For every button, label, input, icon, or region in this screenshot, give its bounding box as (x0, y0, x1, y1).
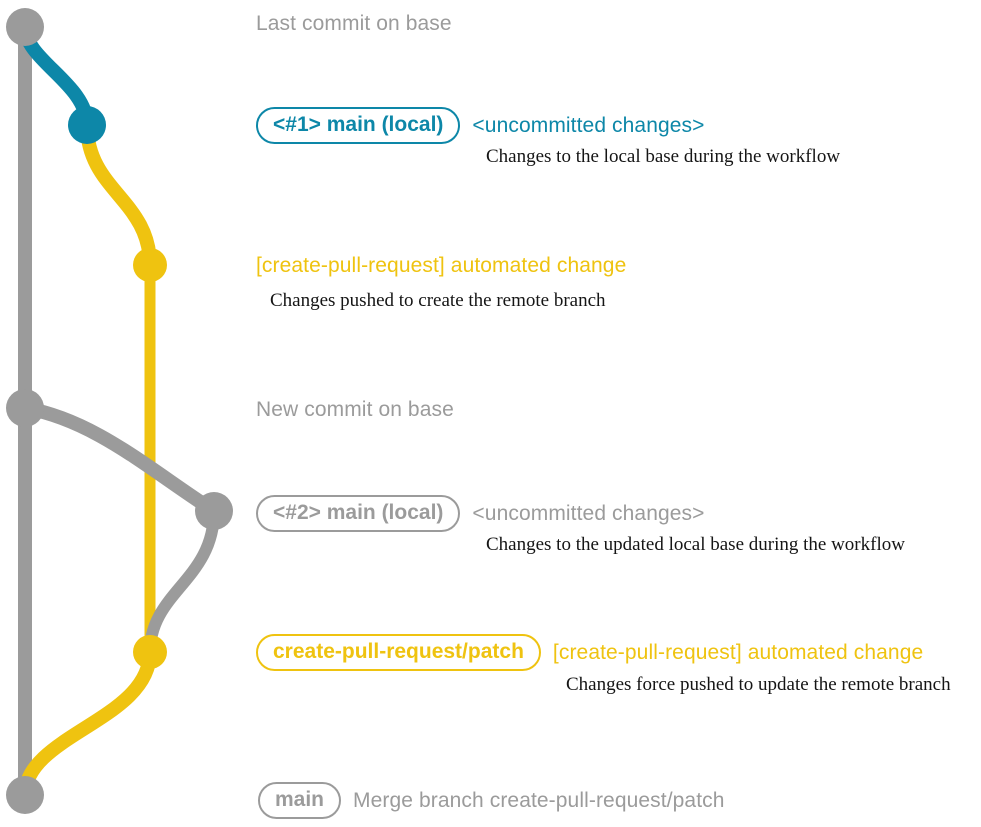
subject-uncommitted-changes-1: <uncommitted changes> (472, 113, 705, 137)
ref-pill-main-label: main (275, 788, 325, 811)
ref-pill-main-local-1-label: <#1> main (local) (273, 113, 444, 136)
node-automated-change-2[interactable] (133, 635, 167, 669)
edge-base-new-to-local-2 (18, 401, 221, 518)
row-local-commit-2: <#2> main (local) <uncommitted changes> (256, 495, 705, 532)
node-last-commit-on-base[interactable] (6, 8, 44, 46)
node-local-uncommitted-1[interactable] (68, 106, 106, 144)
description-local-changes-2: Changes to the updated local base during… (486, 534, 905, 555)
row-automated-change-1: [create-pull-request] automated change (256, 254, 626, 278)
subject-automated-change-1: [create-pull-request] automated change (256, 254, 627, 277)
node-automated-change-1[interactable] (133, 248, 167, 282)
ref-pill-main-local-2[interactable]: <#2> main (local) (256, 495, 461, 532)
ref-pill-create-pull-request-patch[interactable]: create-pull-request/patch (256, 634, 541, 671)
edge-local-2-to-patch-2 (144, 505, 220, 658)
row-automated-change-2: create-pull-request/patch [create-pull-re… (256, 634, 923, 671)
node-local-uncommitted-2[interactable] (195, 492, 233, 530)
ref-pill-create-pull-request-patch-label: create-pull-request/patch (273, 640, 524, 663)
row-local-commit-1: <#1> main (local) <uncommitted changes> (256, 107, 705, 144)
row-merge-commit: main Merge branch create-pull-request/pat… (258, 782, 725, 819)
ref-pill-main-local-1[interactable]: <#1> main (local) (256, 107, 461, 144)
heading-new-commit-on-base: New commit on base (256, 398, 454, 421)
description-force-push-update-branch: Changes force pushed to update the remot… (566, 674, 951, 695)
description-push-create-branch: Changes pushed to create the remote bran… (270, 290, 606, 311)
heading-last-commit-on-base: Last commit on base (256, 12, 452, 35)
ref-pill-main-local-2-label: <#2> main (local) (273, 501, 444, 524)
edge-patch-2-to-merge (18, 645, 157, 802)
edge-local-1-to-patch-1 (80, 118, 157, 272)
node-new-commit-on-base[interactable] (6, 389, 44, 427)
description-local-changes-1: Changes to the local base during the wor… (486, 146, 841, 167)
ref-pill-main[interactable]: main (258, 782, 342, 819)
subject-uncommitted-changes-2: <uncommitted changes> (472, 501, 705, 525)
subject-merge-branch: Merge branch create-pull-request/patch (353, 788, 725, 812)
node-merge-commit[interactable] (6, 776, 44, 814)
subject-automated-change-2: [create-pull-request] automated change (552, 640, 924, 664)
